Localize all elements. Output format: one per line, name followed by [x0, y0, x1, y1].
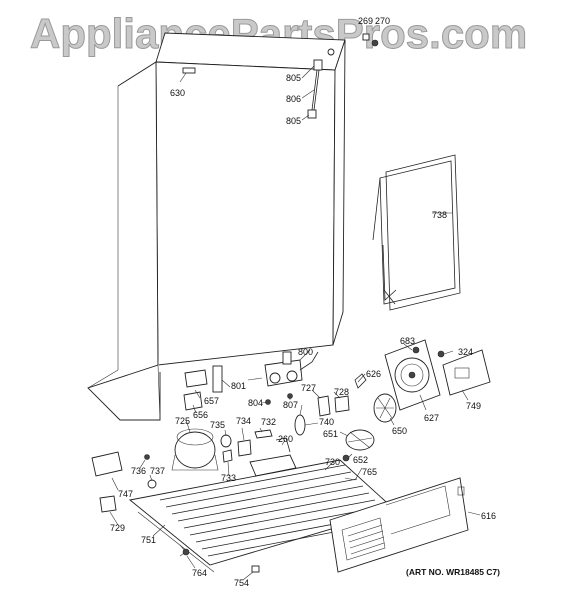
callout-754: 754 — [234, 578, 249, 588]
condenser-fan — [342, 393, 397, 462]
callout-730: 730 — [325, 457, 340, 467]
callout-626: 626 — [366, 369, 381, 379]
callout-807: 807 — [283, 400, 298, 410]
callout-729: 729 — [110, 523, 125, 533]
callout-657: 657 — [204, 396, 219, 406]
callout-260: 260 — [278, 434, 293, 444]
callout-labels: 269 270 630 805 806 805 738 683 324 800 … — [110, 16, 496, 588]
callout-765: 765 — [362, 467, 377, 477]
callout-650: 650 — [392, 426, 407, 436]
callout-732: 732 — [261, 417, 276, 427]
callout-735: 735 — [210, 420, 225, 430]
callout-269: 269 — [358, 16, 373, 26]
callout-652: 652 — [353, 455, 368, 465]
watermark: AppliancePartsPros.com — [30, 10, 527, 57]
callout-733: 733 — [221, 473, 236, 483]
top-hinge — [307, 33, 379, 119]
callout-734: 734 — [236, 416, 251, 426]
leader-lines — [109, 65, 481, 581]
callout-805-bottom: 805 — [286, 116, 301, 126]
callout-805-top: 805 — [286, 73, 301, 83]
callout-683: 683 — [400, 336, 415, 346]
callout-651: 651 — [323, 429, 338, 439]
callout-616: 616 — [481, 511, 496, 521]
base-pan-condenser — [128, 459, 396, 573]
door-gasket — [372, 154, 461, 311]
callout-324: 324 — [458, 347, 473, 357]
callout-740: 740 — [319, 417, 334, 427]
callout-728: 728 — [334, 387, 349, 397]
callout-656: 656 — [193, 410, 208, 420]
callout-630: 630 — [170, 88, 185, 98]
callout-747: 747 — [118, 489, 133, 499]
drier-parts — [265, 373, 367, 436]
callout-725: 725 — [175, 416, 190, 426]
callout-736: 736 — [131, 466, 146, 476]
callout-804: 804 — [248, 398, 263, 408]
callout-749: 749 — [466, 401, 481, 411]
compressor — [171, 428, 232, 471]
callout-738: 738 — [432, 210, 447, 220]
condenser-coil — [159, 464, 393, 557]
callout-627: 627 — [424, 413, 439, 423]
callout-727: 727 — [301, 383, 316, 393]
water-valve — [247, 351, 319, 387]
relay-parts — [183, 369, 208, 411]
callout-270: 270 — [375, 16, 390, 26]
callout-801: 801 — [231, 381, 246, 391]
defrost-timer — [212, 365, 223, 393]
callout-737: 737 — [150, 466, 165, 476]
small-parts — [222, 429, 297, 477]
art-number: (ART NO. WR18485 C7) — [406, 567, 500, 577]
left-small-parts — [91, 451, 157, 513]
evaporator-fan-assembly — [384, 339, 491, 411]
cabinet — [87, 32, 346, 421]
callout-800: 800 — [298, 347, 313, 357]
front-grille — [329, 477, 469, 573]
callout-751: 751 — [141, 535, 156, 545]
callout-806: 806 — [286, 94, 301, 104]
callout-764: 764 — [192, 568, 207, 578]
